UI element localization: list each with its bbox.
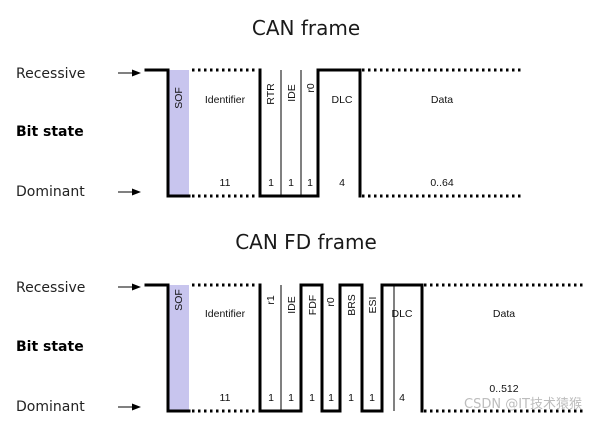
canfd-identifier-label: Identifier (205, 308, 246, 320)
can-dlc-bits: 4 (339, 177, 345, 189)
canfd-bit-state-label: Bit state (16, 339, 84, 355)
canfd-dlc-label: DLC (391, 308, 412, 320)
canfd-data-label: Data (493, 308, 515, 320)
canfd-sof-field (168, 285, 189, 411)
can-dlc-label: DLC (331, 94, 352, 106)
can-sof-label: SOF (173, 87, 185, 109)
can-r0-bits: 1 (307, 177, 313, 189)
can-sof-field (168, 70, 189, 196)
can-control-waveform (258, 68, 362, 198)
canfd-control-waveform (258, 283, 424, 413)
canfd-recessive-label: Recessive (16, 280, 85, 296)
canfd-r0-bits: 1 (328, 392, 334, 404)
canfd-ide-bits: 1 (288, 392, 294, 404)
can-bit-state-label: Bit state (16, 124, 84, 140)
canfd-ide-label: IDE (286, 296, 298, 314)
canfd-esi-bits: 1 (369, 392, 375, 404)
can-data-label: Data (431, 94, 453, 106)
canfd-identifier-bits: 11 (220, 392, 231, 404)
canfd-recessive-arrowhead (132, 283, 141, 291)
canfd-dominant-label: Dominant (16, 399, 85, 415)
can-ide-bits: 1 (288, 177, 294, 189)
can-identifier-label: Identifier (205, 94, 246, 106)
can-recessive-label: Recessive (16, 66, 85, 82)
can-r0-label: r0 (305, 83, 317, 92)
watermark: CSDN @IT技术猿猴 (464, 397, 582, 412)
canfd-fdf-label: FDF (307, 295, 319, 315)
can-frame-section: CAN frame Recessive Bit state Dominant S… (16, 16, 524, 200)
can-recessive-arrowhead (132, 69, 141, 77)
can-rtr-label: RTR (265, 83, 277, 105)
canfd-brs-label: BRS (346, 294, 358, 316)
can-identifier-bits: 11 (220, 177, 231, 189)
can-dominant-arrowhead (132, 188, 141, 196)
canfd-dominant-arrowhead (132, 403, 141, 411)
can-dominant-label: Dominant (16, 184, 85, 200)
canfd-frame-section: CAN FD frame Recessive Bit state Dominan… (16, 230, 584, 415)
canfd-esi-label: ESI (367, 297, 379, 314)
canfd-data-bits: 0..512 (489, 383, 518, 395)
canfd-r1-label: r1 (265, 295, 277, 304)
can-frame-title: CAN frame (252, 16, 360, 40)
canfd-frame-title: CAN FD frame (235, 230, 377, 254)
canfd-sof-label: SOF (173, 289, 185, 311)
canfd-r0-label: r0 (325, 297, 337, 306)
can-data-bits: 0..64 (430, 177, 454, 189)
canfd-dlc-bits: 4 (399, 392, 405, 404)
canfd-r1-bits: 1 (268, 392, 274, 404)
canfd-brs-bits: 1 (348, 392, 354, 404)
can-ide-label: IDE (286, 84, 298, 102)
canfd-fdf-bits: 1 (309, 392, 315, 404)
canfd-sof-edge (144, 283, 191, 413)
can-rtr-bits: 1 (268, 177, 274, 189)
can-sof-edge (144, 68, 191, 198)
